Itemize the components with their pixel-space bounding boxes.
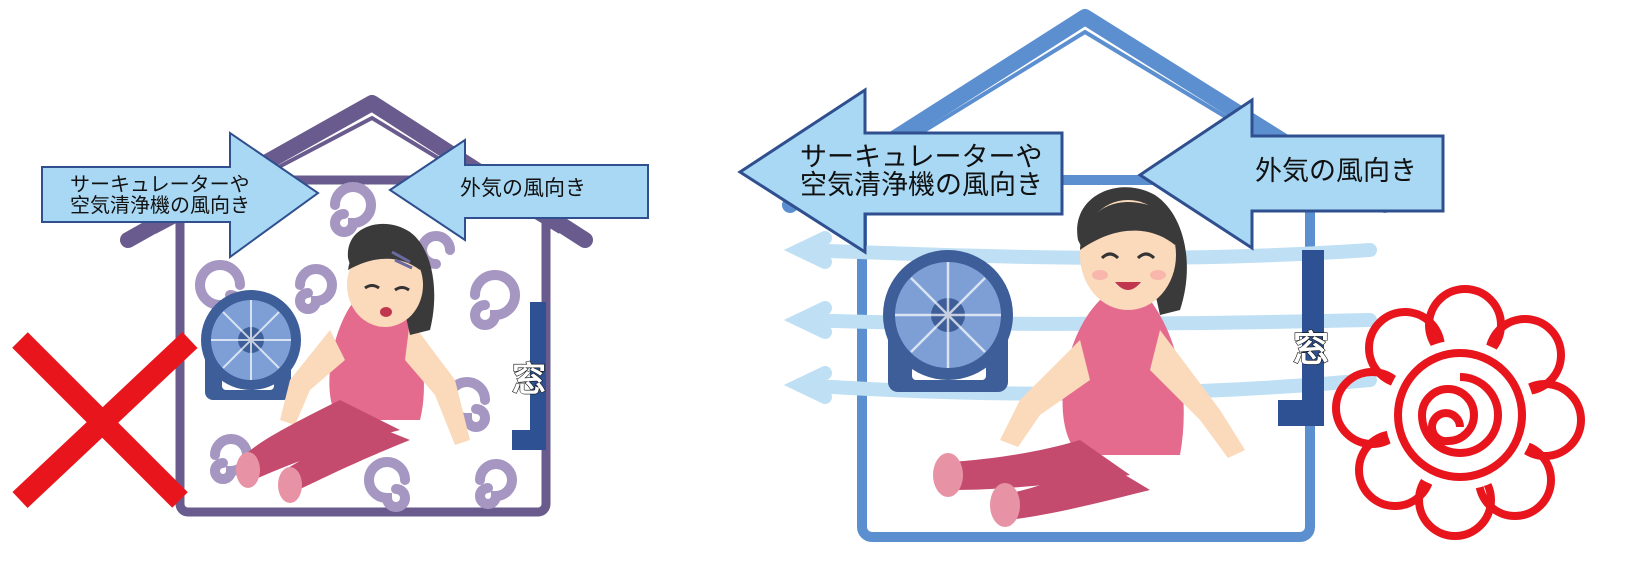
left-outside-arrow-label: 外気の風向き [460,176,586,200]
left-panel [12,95,649,517]
right-window-label: 窓 [1292,328,1330,370]
left-circulator-line2: 空気清浄機の風向き [70,193,250,217]
left-window [512,302,546,450]
left-window-label: 窓 [511,359,546,400]
right-circulator-arrow [737,87,1064,255]
left-outside-arrow [388,138,649,242]
right-happy-person-icon [933,187,1245,527]
right-fan-icon [883,250,1013,392]
right-circulator-line2: 空気清浄機の風向き [800,170,1043,202]
left-circulator-line1: サーキュレーターや [70,172,250,196]
left-fan-icon [201,290,301,400]
left-circulator-arrow [41,131,320,259]
right-outside-arrow [1137,97,1445,251]
right-circulator-arrow-label: サーキュレーターや 空気清浄機の風向き [800,142,1043,202]
left-circulator-arrow-label: サーキュレーターや 空気清浄機の風向き [70,174,250,216]
red-x-icon [12,331,198,509]
right-window [1278,250,1324,426]
right-outside-arrow-label: 外気の風向き [1255,156,1417,187]
left-tired-person-icon [236,223,470,503]
right-circulator-line1: サーキュレーターや [800,142,1043,173]
red-flower-circle-icon [1332,285,1585,540]
right-panel [737,9,1585,542]
